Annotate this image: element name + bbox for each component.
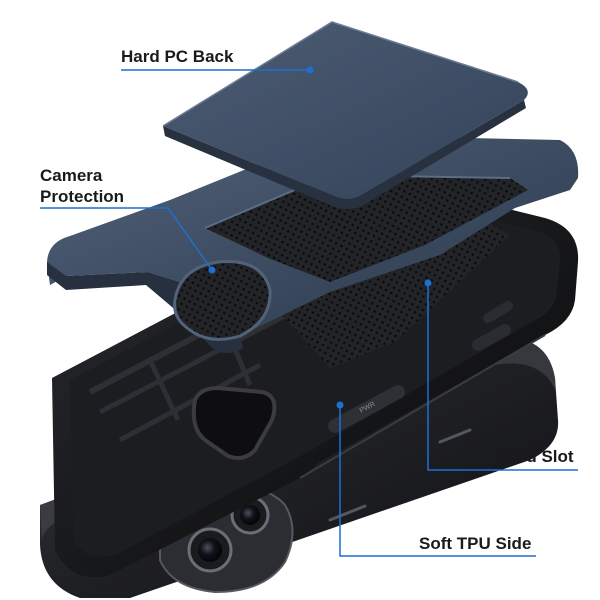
callout-soft-tpu-side — [339, 405, 536, 557]
label-hard-pc-back: Hard PC Back — [121, 47, 234, 66]
hard-pc-back-plate — [162, 21, 528, 209]
callout-camera-protection — [40, 207, 213, 271]
callout-dots — [208, 66, 432, 409]
label-camera-line1: Camera — [40, 166, 103, 185]
label-card-slot: Card Slot — [498, 447, 574, 466]
hard-pc-frame — [47, 135, 579, 353]
tpu-camera-cutout — [191, 385, 277, 460]
label-soft-tpu-side: Soft TPU Side — [419, 534, 532, 553]
label-camera-line2: Protection — [40, 187, 125, 206]
label-camera-protection: Camera Protection — [40, 165, 124, 207]
callout-lines — [40, 69, 578, 557]
callout-card-slot — [427, 283, 578, 471]
